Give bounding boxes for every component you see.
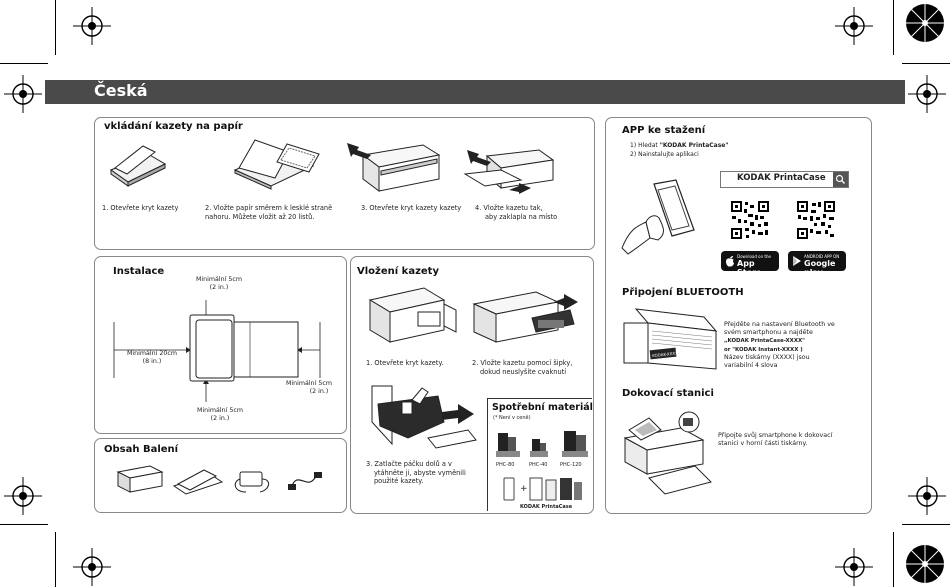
app-step1: 1) Hledat "KODAK PrintaCase" <box>630 142 729 149</box>
google-play-icon <box>793 256 801 266</box>
installation-title: Instalace <box>113 266 165 277</box>
registration-mark-icon <box>73 548 111 586</box>
clearance-diagram <box>113 300 321 402</box>
app-search-text: KODAK PrintaCase <box>737 173 826 183</box>
phc-40-pack-icon <box>530 439 548 457</box>
qr-code-ios-icon <box>730 200 770 240</box>
app-store-big-text: App Store <box>737 259 762 277</box>
crop-line <box>0 524 48 525</box>
supplies-title: Spotřební materiál <box>492 402 593 413</box>
paper-step4-caption: 4. Vložte kazetu tak,aby zaklapla na mís… <box>475 204 558 221</box>
smartphone-hand-illustration <box>621 179 695 255</box>
printer-slot-illustration <box>347 143 441 192</box>
cartridge-step1-caption: 1. Otevřete kryt kazety. <box>366 359 444 367</box>
cartridge-loading-title: Vložení kazety <box>357 266 439 277</box>
crop-line <box>55 0 56 55</box>
registration-mark-icon <box>73 7 111 45</box>
adapter-item-icon <box>234 471 269 493</box>
dock-printer-illustration <box>623 411 712 495</box>
starburst-mark-icon <box>906 545 944 583</box>
clearance-bottom-label: Minimální 5cm(2 in.) <box>196 407 243 422</box>
crop-line <box>55 532 56 587</box>
supplies-packs-illustration <box>496 431 588 457</box>
svg-text:KODAK-XXXX: KODAK-XXXX <box>652 350 678 358</box>
cartridge-lever-illustration <box>371 385 477 449</box>
supplies-box <box>487 398 592 511</box>
bluetooth-instructions: Přejděte na nastavení Bluetooth ve svém … <box>724 321 835 370</box>
cassette-item-icon <box>172 469 224 495</box>
cartridge-step2-caption: 2. Vložte kazetu pomocí šipky,dokud neus… <box>472 359 573 376</box>
clearance-left-label: Minimální 20cm(8 in.) <box>126 350 177 365</box>
crop-line <box>893 532 894 587</box>
box-contents-title: Obsah Balení <box>104 444 179 455</box>
supply-item-label: PHC-40 <box>529 462 548 468</box>
paper-loading-title: vkládání kazety na papír <box>104 121 243 132</box>
apple-icon <box>726 256 734 267</box>
app-store-small-text: Download on the <box>737 254 771 259</box>
language-title: Česká <box>94 81 148 100</box>
app-title: APP ke stažení <box>622 125 706 136</box>
cassette-open-illustration <box>109 145 167 187</box>
registration-mark-icon <box>4 75 42 113</box>
svg-text:+: + <box>520 484 528 494</box>
app-store-badge[interactable]: Download on the App Store <box>721 251 779 277</box>
dock-instructions: Připojte svůj smartphone k dokovací stan… <box>718 432 833 448</box>
printacase-label: KODAK PrintaCase <box>520 504 573 510</box>
crop-line <box>902 63 950 64</box>
phc-120-pack-icon <box>562 431 588 457</box>
app-step2: 2) Nainstalujte aplikaci <box>630 151 699 158</box>
printer-cover-open-illustration <box>368 287 457 343</box>
registration-mark-icon <box>4 477 42 515</box>
google-play-big-text: Google play <box>804 259 836 277</box>
phc-80-pack-icon <box>496 433 520 457</box>
paper-step1-caption: 1. Otevřete kryt kazety <box>102 204 179 212</box>
google-play-small-text: ANDROID APP ON <box>804 254 840 259</box>
dock-title: Dokovací stanici <box>622 388 714 399</box>
qr-code-android-icon <box>796 200 836 240</box>
supplies-note: (* Není v ceně) <box>493 415 531 421</box>
search-button[interactable] <box>833 172 848 187</box>
app-search-box[interactable]: KODAK PrintaCase <box>720 171 849 188</box>
clearance-top-label: Minimální 5cm(2 in.) <box>195 276 242 291</box>
supply-item-label: PHC-120 <box>560 462 582 468</box>
language-banner: Česká <box>45 80 905 104</box>
supply-item-label: PHC-80 <box>496 462 515 468</box>
printer-item-icon <box>116 465 164 493</box>
starburst-mark-icon <box>906 4 944 42</box>
registration-mark-icon <box>835 548 873 586</box>
bluetooth-title: Připojení BLUETOOTH <box>622 287 744 298</box>
crop-line <box>893 0 894 55</box>
paper-insert-illustration <box>233 139 320 190</box>
search-icon <box>835 174 845 184</box>
paper-step3-caption: 3. Otevřete kryt kazety kazety <box>361 204 462 212</box>
clearance-right-label: Minimální 5cm(2 in.) <box>285 380 332 395</box>
cassette-insert-illustration <box>463 149 555 194</box>
cartridge-insert-illustration <box>472 291 578 343</box>
cable-item-icon <box>288 472 322 490</box>
google-play-badge[interactable]: ANDROID APP ON Google play <box>788 251 846 277</box>
box-contents-items <box>116 465 322 495</box>
registration-mark-icon <box>908 477 946 515</box>
printacase-illustration: + <box>503 477 582 501</box>
printer-bluetooth-illustration: KODAK-XXXX <box>623 308 718 370</box>
registration-mark-icon <box>835 7 873 45</box>
crop-line <box>0 63 48 64</box>
crop-line <box>902 524 950 525</box>
registration-mark-icon <box>908 75 946 113</box>
